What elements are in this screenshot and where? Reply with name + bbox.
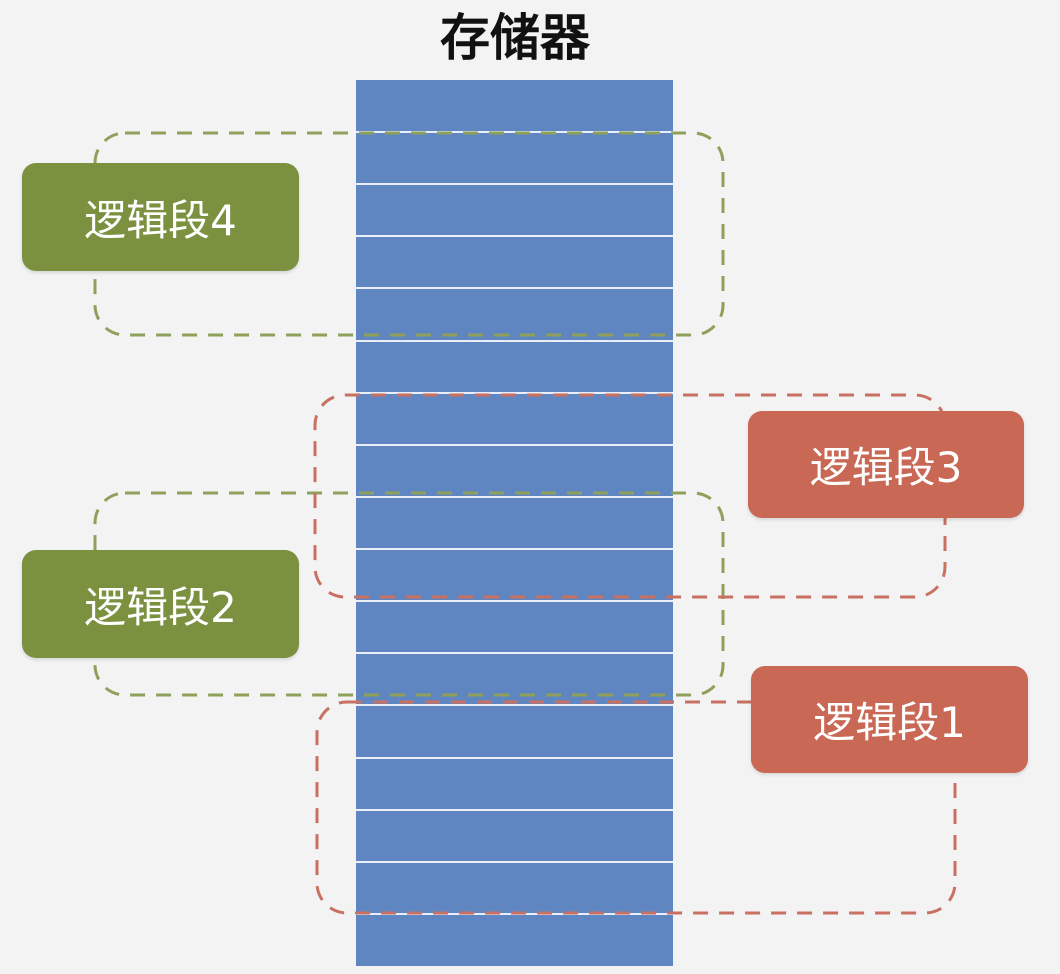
memory-row-divider (356, 131, 673, 133)
memory-row-divider (356, 183, 673, 185)
memory-row-divider (356, 340, 673, 342)
memory-row-divider (356, 652, 673, 654)
segment-1-label: 逻辑段1 (751, 666, 1028, 773)
memory-row-divider (356, 704, 673, 706)
segment-2-label: 逻辑段2 (22, 550, 299, 658)
memory-row-divider (356, 548, 673, 550)
memory-title: 存储器 (440, 9, 590, 67)
memory-row-divider (356, 757, 673, 759)
memory-row-divider (356, 861, 673, 863)
memory-row-divider (356, 913, 673, 915)
memory-row-divider (356, 496, 673, 498)
memory-row-divider (356, 235, 673, 237)
memory-row-divider (356, 444, 673, 446)
segment-4-label: 逻辑段4 (22, 163, 299, 271)
memory-row-divider (356, 809, 673, 811)
memory-row-divider (356, 287, 673, 289)
memory-row-divider (356, 600, 673, 602)
memory-block (356, 80, 673, 966)
memory-row-divider (356, 392, 673, 394)
segment-3-label: 逻辑段3 (748, 411, 1024, 518)
